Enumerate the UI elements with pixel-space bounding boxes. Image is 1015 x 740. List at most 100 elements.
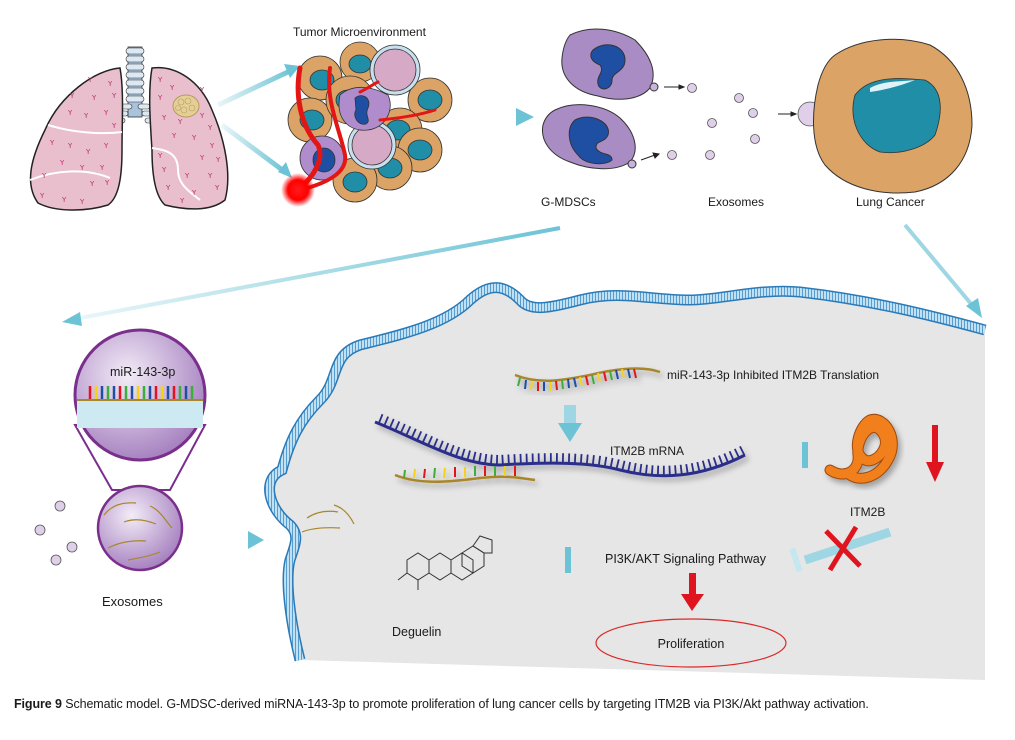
mrna-base [627,461,632,473]
mirna-panel-label: miR-143-3p [110,365,175,379]
itm2b-inhibits-pi3k-blocked [789,525,892,573]
svg-text:Y: Y [59,159,65,167]
mrna-base [707,458,713,470]
gmdscs-label: G-MDSCs [541,195,596,209]
mrna-base [696,461,701,472]
mrna-base [723,453,729,464]
mirna-bases-panel [88,386,194,399]
tumor-microenvironment-label: Tumor Microenvironment [293,25,427,39]
mrna-base [591,455,595,466]
svg-text:Y: Y [99,164,105,172]
itm2b-protein-icon [824,413,898,484]
mrna-base [421,433,428,444]
proliferation-label: Proliferation [658,637,725,651]
mrna-base [443,442,450,453]
left-lung [29,67,124,211]
mrna-base [621,460,626,471]
svg-text:Y: Y [103,109,109,117]
svg-text:Y: Y [91,94,97,102]
mrna-base [399,423,406,434]
mrna-base [597,455,602,466]
mrna-base [472,451,477,462]
recipient-cell [264,282,987,680]
svg-text:Y: Y [177,118,183,126]
blocked-x-icon [824,525,862,572]
mrna-base [484,453,488,465]
blood-vessels [295,65,437,192]
mrna-base [478,452,482,464]
itm2b-decrease-arrow [926,425,944,482]
svg-text:Y: Y [214,184,220,192]
svg-text:Y: Y [89,180,95,188]
mrna-inhibits-itm2b [762,442,808,468]
svg-text:Y: Y [157,152,163,160]
mrna-base [405,426,412,436]
mrna-base [733,448,740,459]
gmdsc-cells [541,28,659,170]
tumor-nodule [172,94,200,118]
mrna-base [460,448,466,459]
svg-text:Y: Y [207,124,213,132]
caption-text: Schematic model. G-MDSC-derived miRNA-14… [61,697,869,711]
svg-text:Y: Y [199,112,205,120]
svg-text:Y: Y [161,166,167,174]
svg-text:Y: Y [179,197,185,205]
mrna-base [427,435,433,446]
gmdsc-to-exosome-panel-arrow [62,226,561,326]
right-lung [148,66,229,210]
mirna-strand [514,367,661,391]
exosome-particles-left [34,500,78,566]
cytoplasm [269,287,986,680]
mrna-base [388,418,395,429]
mrna-base [466,450,471,461]
lung-to-tumor-arrows [216,64,300,178]
svg-text:Y: Y [161,114,167,122]
tumor-microenvironment-illustration [281,41,453,207]
mrna-base [633,462,637,474]
mrna-base [639,463,643,475]
svg-text:Y: Y [83,112,89,120]
mrna-base [432,438,439,449]
pi3k-akt-pathway-label: PI3K/AKT Signaling Pathway [605,552,767,566]
svg-text:Y: Y [207,172,213,180]
tumor-to-gmdsc-arrow [455,108,534,126]
figure-caption: Figure 9 Schematic model. G-MDSC-derived… [14,697,1004,711]
svg-text:Y: Y [184,172,190,180]
mrna-base [585,454,589,465]
svg-text:Y: Y [199,154,205,162]
mrna-base [377,413,384,424]
lung-cancer-label: Lung Cancer [856,195,925,209]
mrna-base [573,453,577,464]
svg-text:Y: Y [103,142,109,150]
svg-text:Y: Y [169,84,175,92]
svg-text:Y: Y [171,132,177,140]
exosome-to-cell-arrow [195,531,264,549]
svg-text:Y: Y [87,76,93,84]
svg-text:Y: Y [191,189,197,197]
itm2b-mrna-label: ITM2B mRNA [610,444,684,458]
svg-text:Y: Y [69,92,75,100]
svg-text:Y: Y [39,192,45,200]
mrna-base [718,455,724,466]
itm2b-protein-label: ITM2B [850,505,885,519]
mrna-base [650,465,654,476]
inhibition-label: miR-143-3p Inhibited ITM2B Translation [667,368,879,382]
mrna-base [438,440,444,451]
svg-text:Y: Y [199,86,205,94]
lungcancer-to-cell-arrow [903,223,982,318]
mrna-base [701,460,707,471]
itm2b-mrna-strand [374,413,746,483]
svg-text:Y: Y [49,139,55,147]
deguelin-label: Deguelin [392,625,441,639]
svg-text:Y: Y [157,94,163,102]
exosome-zoom-panel [73,328,207,572]
deguelin-inhibits-pi3k [485,547,571,573]
mrna-base [609,457,614,468]
mrna-base [712,457,718,468]
mrna-base [383,416,389,427]
mirna-to-mrna-arrow [558,405,582,442]
svg-text:Y: Y [111,92,117,100]
deguelin-structure-icon [397,535,493,590]
